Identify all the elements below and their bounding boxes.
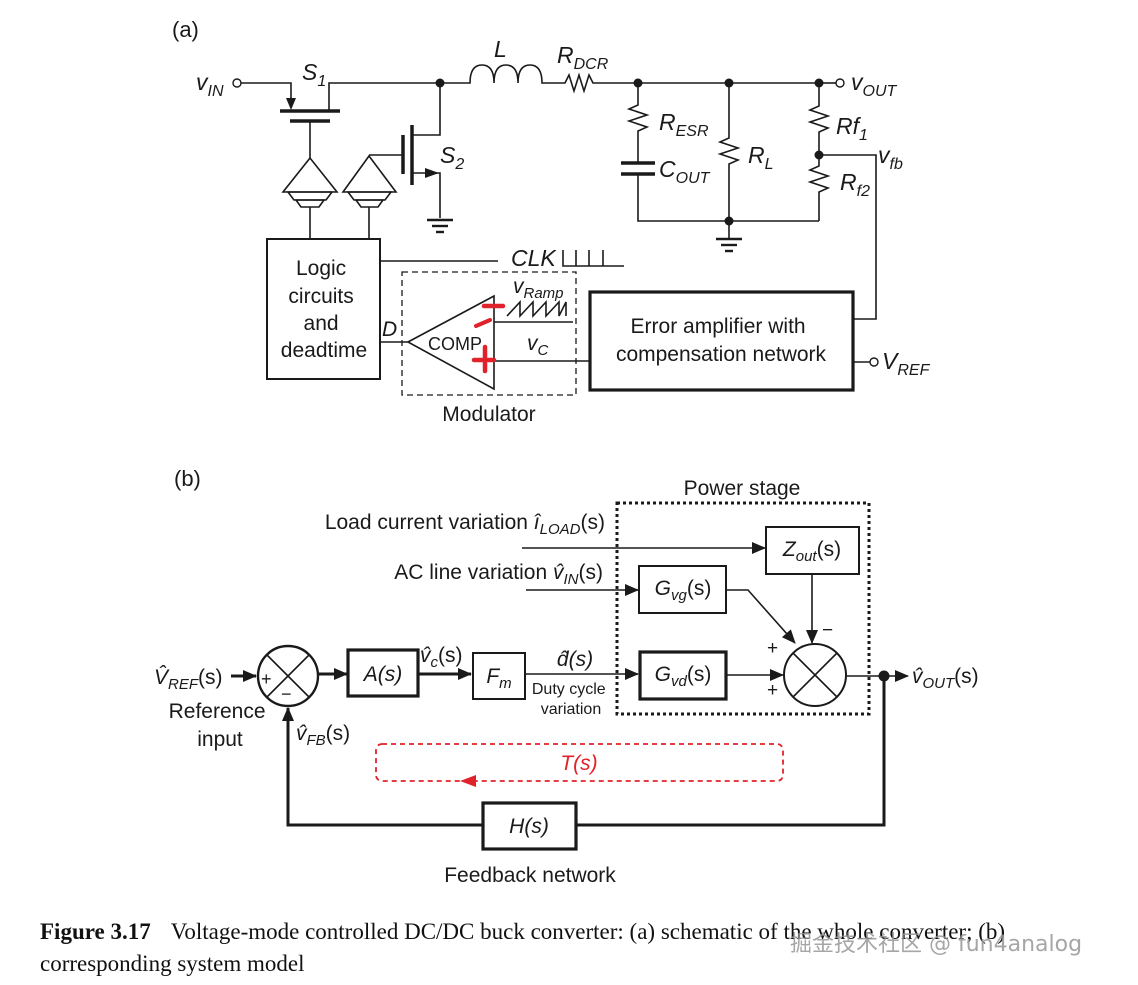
vfb-label: vfb bbox=[878, 142, 903, 173]
logic-block-label: Logic circuits and deadtime bbox=[281, 257, 367, 362]
vref-terminal bbox=[869, 357, 879, 367]
vref-label: VREF bbox=[882, 348, 931, 379]
cout-label: COUT bbox=[659, 156, 711, 187]
duty-cycle-label: Duty cycle variation bbox=[532, 681, 610, 718]
power-stage-boundary bbox=[615, 501, 871, 716]
watermark: 掘金技术社区 @ fun4analog bbox=[790, 932, 1083, 957]
s2-source-arrow bbox=[425, 168, 439, 178]
zout-label: Zout(s) bbox=[782, 538, 841, 565]
vfb-hat-label: v̂FB(s) bbox=[296, 722, 350, 749]
loop-gain-path bbox=[375, 743, 784, 782]
s1-label: S1 bbox=[302, 59, 326, 90]
power-stage-label: Power stage bbox=[684, 477, 801, 500]
rl-label: RL bbox=[748, 142, 774, 173]
rf1-label: Rf1 bbox=[836, 113, 868, 144]
vin-terminal bbox=[232, 78, 242, 88]
feedback-network-label: Feedback network bbox=[444, 864, 616, 887]
loop-gain-arrow bbox=[460, 775, 476, 787]
feedback-wire bbox=[819, 154, 877, 320]
gvg-label: Gvg(s) bbox=[655, 577, 712, 604]
vc-label: vC bbox=[527, 332, 549, 359]
feedback-block bbox=[481, 801, 578, 851]
resistor-resr bbox=[626, 83, 650, 163]
panel-b-label: (b) bbox=[174, 466, 201, 491]
compensator-block bbox=[346, 648, 420, 698]
vout-hat-label: v̂OUT(s) bbox=[912, 665, 979, 692]
compensator-label: A(s) bbox=[362, 663, 403, 686]
red-annotation-marks bbox=[471, 303, 506, 374]
gvd-label: Gvd(s) bbox=[655, 663, 712, 690]
fm-label: Fm bbox=[486, 665, 511, 692]
d-hat-label: d̂(s) bbox=[557, 648, 593, 671]
modulator-boundary bbox=[401, 271, 577, 396]
feedback-path-right bbox=[576, 676, 886, 827]
clk-waveform bbox=[562, 250, 624, 267]
gvg-block bbox=[638, 565, 727, 614]
logic-block bbox=[266, 238, 381, 380]
caption-number: Figure 3.17 bbox=[40, 919, 151, 944]
err-sum-minus: − bbox=[281, 684, 292, 704]
s2-source-wire bbox=[412, 172, 441, 218]
vout-label: vOUT bbox=[851, 69, 898, 100]
comparator bbox=[406, 294, 495, 391]
vramp-label: vRamp bbox=[513, 275, 564, 302]
sum-plus-gvg: + bbox=[767, 638, 778, 659]
s2-drain-wire bbox=[412, 83, 441, 136]
caption-text: Voltage-mode controlled DC/DC buck conve… bbox=[40, 919, 1006, 976]
s2-gate-driver bbox=[341, 154, 398, 238]
error-amplifier-block bbox=[588, 290, 855, 392]
panel-a-label: (a) bbox=[172, 17, 199, 42]
resistor-rl bbox=[717, 83, 741, 221]
vout-terminal bbox=[835, 78, 845, 88]
d-label: D bbox=[382, 318, 397, 341]
gvg-output-arrow bbox=[726, 589, 796, 644]
ground-icon bbox=[716, 221, 742, 253]
sum-plus-gvd: + bbox=[767, 680, 778, 701]
s2-label: S2 bbox=[440, 142, 464, 173]
s1-drain-wire bbox=[328, 82, 440, 111]
resistor-rf1 bbox=[807, 83, 831, 155]
inductor-l bbox=[440, 64, 557, 84]
err-sum-plus: + bbox=[261, 669, 272, 689]
resr-label: RESR bbox=[659, 109, 709, 140]
reference-input-label: Reference input bbox=[169, 700, 272, 751]
vin-label: vIN bbox=[196, 69, 224, 100]
load-current-label: Load current variation îLOAD(s) bbox=[325, 511, 605, 538]
resistor-rf2 bbox=[807, 155, 831, 221]
ac-line-label: AC line variation v̂IN(s) bbox=[394, 561, 603, 588]
modulator-gain-block bbox=[472, 652, 526, 700]
vc-hat-label: v̂c(s) bbox=[420, 644, 463, 671]
modulator-label: Modulator bbox=[442, 403, 535, 426]
rf2-label: Rf2 bbox=[840, 169, 870, 200]
vref-input-label: V̂REF(s) bbox=[154, 666, 223, 693]
ramp-waveform bbox=[506, 299, 567, 319]
zout-block bbox=[765, 526, 860, 575]
feedback-path-left bbox=[282, 707, 483, 827]
error-summing-junction bbox=[256, 644, 320, 708]
ground-rail bbox=[637, 174, 819, 222]
sum-minus-zout: − bbox=[822, 620, 833, 641]
vin-wire bbox=[241, 82, 292, 103]
error-amplifier-label: Error amplifier with compensation networ… bbox=[616, 315, 827, 366]
s1-source-arrow bbox=[286, 98, 296, 110]
clk-label: CLK bbox=[511, 245, 557, 271]
feedback-block-label: H(s) bbox=[509, 815, 549, 838]
output-summing-junction bbox=[783, 643, 847, 707]
ground-icon bbox=[427, 218, 453, 234]
loop-gain-label: T(s) bbox=[560, 752, 597, 775]
inductor-label: L bbox=[494, 36, 507, 62]
resistor-rdcr bbox=[557, 72, 638, 94]
rdcr-label: RDCR bbox=[557, 42, 609, 73]
comp-label: COMP bbox=[428, 334, 482, 354]
s1-gate-driver bbox=[281, 156, 339, 238]
